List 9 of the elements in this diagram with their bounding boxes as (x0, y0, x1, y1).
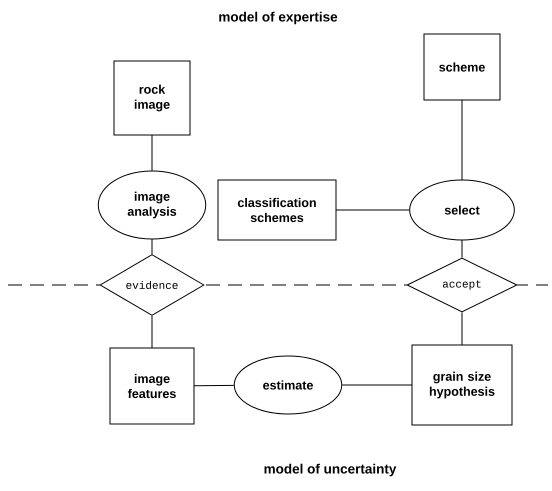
connector-line (342, 384, 412, 386)
heading: model of uncertainty (264, 464, 396, 476)
process-box: classification schemes (218, 180, 336, 240)
connector-line (194, 384, 234, 386)
process-box: image features (110, 348, 194, 424)
process-box: grain size hypothesis (412, 344, 512, 426)
heading: model of expertise (219, 12, 338, 24)
process-box: rock image (114, 60, 190, 136)
process-box: scheme (424, 34, 500, 100)
